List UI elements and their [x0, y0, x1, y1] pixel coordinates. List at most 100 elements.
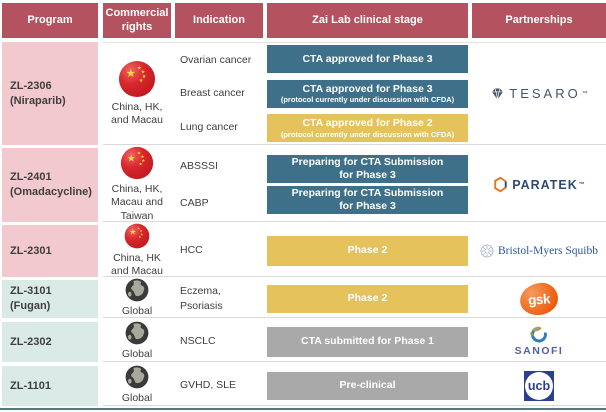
- commercial-rights-cell: Global: [103, 279, 171, 318]
- ucb-logo: ucb: [524, 370, 554, 401]
- indication-label: HCC: [180, 244, 203, 257]
- svg-text:★: ★: [127, 154, 136, 165]
- program-name: ZL-2302: [10, 335, 52, 348]
- stage-label: CTA approved for Phase 3: [302, 52, 433, 65]
- commercial-rights-cell: ★ ★ ★ ★ ★ China, HK and Macau: [103, 223, 171, 277]
- snowflake-medallion-icon: [480, 244, 494, 257]
- globe-icon: [125, 279, 149, 302]
- table-row: ZL-2302 Global NSCLC CTA submitted for P…: [0, 322, 606, 362]
- program-cell: ZL-2401 (Omadacycline): [2, 148, 98, 222]
- stage-label: Phase 2: [347, 244, 388, 257]
- partner-cell: SANOFI: [472, 322, 606, 361]
- stage-note: (protocol currently under discussion wit…: [280, 95, 455, 105]
- svg-text:★: ★: [138, 235, 141, 239]
- svg-text:★: ★: [137, 226, 140, 230]
- svg-text:★: ★: [141, 158, 145, 163]
- table-header: Program Commercial rights Indication Zai…: [0, 3, 606, 38]
- indication-label: Eczema,: [180, 284, 221, 297]
- partner-cell: ucb: [472, 366, 606, 405]
- globe-icon: [125, 366, 149, 389]
- ucb-wordmark: ucb: [527, 378, 551, 393]
- column-header-program: Program: [2, 3, 98, 38]
- stage-label: Preparing for CTA Submission: [291, 187, 444, 200]
- stage-note: (protocol currently under discussion wit…: [280, 129, 455, 139]
- column-header-indication: Indication: [175, 3, 263, 38]
- program-cell: ZL-2301: [2, 225, 98, 277]
- rights-label: and Macau: [111, 265, 163, 277]
- rights-label: Taiwan: [120, 209, 154, 222]
- tesaro-wordmark: TESARO: [509, 86, 581, 101]
- partner-cell: gsk: [472, 280, 606, 317]
- trademark-symbol: ™: [578, 181, 585, 188]
- commercial-rights-cell: ★ ★ ★ ★ ★ China, HK, Macau and Taiwan: [103, 147, 171, 222]
- column-header-stage: Zai Lab clinical stage: [267, 3, 468, 38]
- stage-bar: Preparing for CTA Submission for Phase 3: [267, 155, 468, 183]
- indication-cell: HCC: [175, 225, 263, 276]
- indication-cell: Ovarian cancer Breast cancer Lung cancer: [175, 43, 263, 144]
- svg-text:★: ★: [142, 74, 147, 80]
- svg-text:★: ★: [126, 68, 136, 80]
- stage-label: CTA approved for Phase 2: [302, 117, 433, 130]
- table-row: ZL-2301 ★ ★ ★ ★ ★ China, HK and Macau HC…: [0, 223, 606, 277]
- rights-label: Global: [121, 305, 153, 318]
- indication-label: ABSSSI: [180, 160, 218, 173]
- svg-text:★: ★: [137, 65, 142, 71]
- hexagon-icon: [494, 176, 507, 193]
- china-flag-icon: ★ ★ ★ ★ ★: [118, 60, 156, 97]
- svg-text:★: ★: [141, 69, 146, 75]
- program-cell: ZL-1101: [2, 366, 98, 406]
- program-name: ZL-2306: [10, 79, 52, 92]
- stage-bar: Phase 2: [267, 235, 468, 266]
- bottom-divider: [0, 408, 606, 410]
- column-header-rights: Commercial rights: [103, 3, 171, 38]
- indication-cell: NSCLC: [175, 322, 263, 361]
- rights-label: Global: [121, 392, 153, 405]
- bird-swoosh-icon: [530, 326, 548, 343]
- rights-label: China, HK,: [111, 100, 163, 113]
- table-row: ZL-3101 (Fugan) Global Eczema, Psoriasis…: [0, 279, 606, 318]
- column-header-partnerships: Partnerships: [472, 3, 606, 38]
- rights-label: Macau and: [111, 196, 163, 209]
- china-flag-icon: ★ ★ ★ ★ ★: [120, 147, 154, 180]
- paratek-wordmark: PARATEK: [512, 177, 578, 192]
- gsk-wordmark: gsk: [527, 290, 551, 307]
- svg-text:★: ★: [129, 228, 136, 237]
- program-name: ZL-3101: [10, 285, 52, 298]
- stage-bar: CTA approved for Phase 2 (protocol curre…: [267, 114, 468, 142]
- stage-label: Preparing for CTA Submission: [291, 156, 444, 169]
- stage-bar: CTA approved for Phase 3: [267, 45, 468, 73]
- stage-label: Phase 2: [347, 292, 388, 305]
- indication-cell: ABSSSI CABP: [175, 148, 263, 221]
- program-name: ZL-2301: [10, 244, 52, 257]
- program-subname: (Niraparib): [10, 94, 66, 107]
- svg-text:★: ★: [139, 162, 143, 167]
- china-flag-icon: ★ ★ ★ ★ ★: [124, 223, 150, 249]
- stage-label: CTA approved for Phase 3: [302, 82, 433, 95]
- bristol-myers-squibb-logo: Bristol-Myers Squibb: [480, 244, 598, 258]
- svg-text:★: ★: [140, 154, 144, 159]
- table-row: ZL-1101 Global GVHD, SLE Pre-clinical: [0, 366, 606, 406]
- indication-label: NSCLC: [180, 335, 216, 348]
- stage-bar: CTA submitted for Phase 1: [267, 326, 468, 357]
- bms-wordmark: Bristol-Myers Squibb: [498, 244, 598, 257]
- indication-label: Psoriasis: [180, 299, 223, 312]
- program-cell: ZL-3101 (Fugan): [2, 280, 98, 318]
- indication-cell: GVHD, SLE: [175, 366, 263, 405]
- stage-bar: Pre-clinical: [267, 371, 468, 400]
- program-name: ZL-1101: [10, 379, 51, 392]
- sanofi-wordmark: SANOFI: [514, 345, 564, 357]
- stage-bar: CTA approved for Phase 3 (protocol curre…: [267, 79, 468, 108]
- svg-text:★: ★: [139, 78, 144, 84]
- program-name: ZL-2401: [10, 171, 52, 184]
- rights-label: Global: [121, 348, 153, 361]
- indication-label: Ovarian cancer: [180, 53, 252, 66]
- stage-bar: Phase 2: [267, 284, 468, 313]
- table-row: ZL-2401 (Omadacycline) ★ ★ ★ ★ ★ China, …: [0, 147, 606, 222]
- program-subname: (Fugan): [10, 300, 51, 312]
- stage-label: CTA submitted for Phase 1: [300, 335, 435, 348]
- indication-label: Lung cancer: [180, 121, 238, 134]
- indication-cell: Eczema, Psoriasis: [175, 280, 263, 317]
- stage-cell: Phase 2: [267, 280, 468, 317]
